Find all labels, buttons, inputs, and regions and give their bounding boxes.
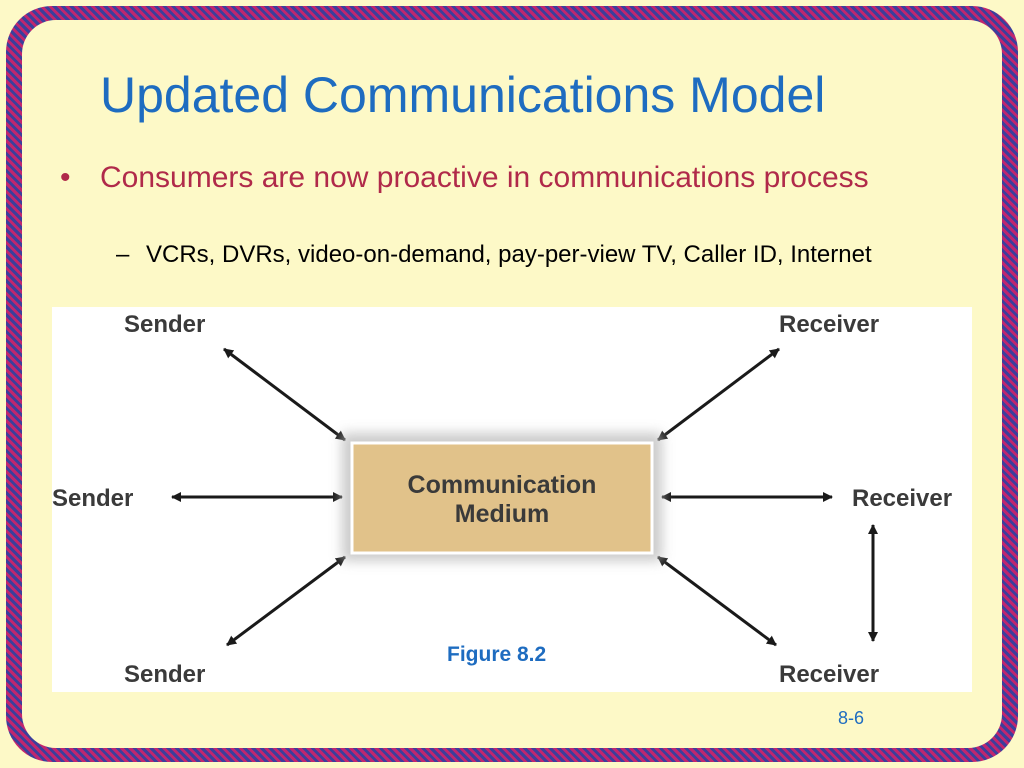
arrow-receiver-bottom bbox=[657, 555, 777, 647]
bullet-main-text: Consumers are now proactive in communica… bbox=[100, 161, 869, 194]
slide-number: 8-6 bbox=[838, 708, 865, 728]
bullet-dash-icon: – bbox=[116, 241, 130, 268]
bullet-sub-text: VCRs, DVRs, video-on-demand, pay-per-vie… bbox=[146, 241, 872, 268]
arrow-sender-bottom bbox=[226, 555, 346, 647]
receiver-mid-label: Receiver bbox=[852, 485, 952, 512]
receiver-bottom-label: Receiver bbox=[779, 661, 879, 688]
slide-title: Updated Communications Model bbox=[100, 67, 826, 123]
communication-diagram: Communication Medium Sender Receiver Sen… bbox=[52, 307, 972, 692]
arrow-sender-top bbox=[223, 347, 346, 442]
arrow-receiver-top bbox=[657, 347, 780, 442]
medium-label-line2: Medium bbox=[455, 500, 549, 528]
bullet-dot-icon: • bbox=[60, 161, 71, 194]
medium-box bbox=[350, 441, 654, 555]
diagram-canvas: Communication Medium Sender Receiver Sen… bbox=[52, 311, 952, 688]
sender-bottom-label: Sender bbox=[124, 661, 205, 688]
figure-caption: Figure 8.2 bbox=[447, 643, 547, 666]
medium-label-line1: Communication bbox=[408, 471, 597, 499]
receiver-top-label: Receiver bbox=[779, 311, 879, 338]
sender-top-label: Sender bbox=[124, 311, 205, 338]
sender-mid-label: Sender bbox=[52, 485, 133, 512]
